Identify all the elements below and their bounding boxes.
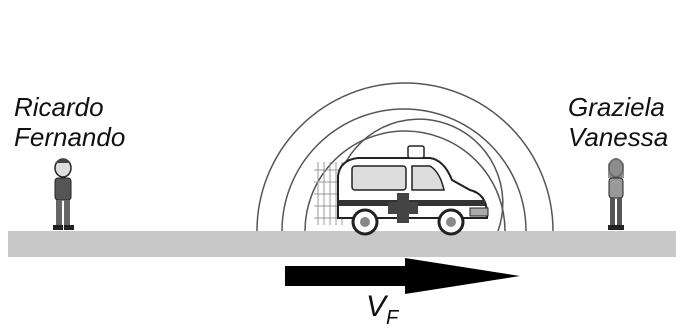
observer-right-last-name: Vanessa xyxy=(568,122,669,152)
observer-left-first-name: Ricardo xyxy=(14,92,104,122)
observer-right-label: Graziela Vanessa xyxy=(568,92,668,152)
wavefront-inner-2 xyxy=(339,118,504,232)
velocity-subscript: F xyxy=(386,307,399,329)
velocity-label: VF xyxy=(366,290,398,330)
wavefront-outer xyxy=(256,82,554,232)
ambulance-icon xyxy=(314,145,489,236)
observer-left-label: Ricardo Fernando xyxy=(14,92,125,152)
velocity-symbol: V xyxy=(366,290,387,323)
observer-left-last-name: Fernando xyxy=(14,122,126,152)
arrow-right-icon xyxy=(285,258,520,294)
road xyxy=(8,231,676,257)
observer-right-first-name: Graziela xyxy=(568,92,665,122)
wavefront-inner-1 xyxy=(304,130,506,232)
person-icon xyxy=(53,158,74,230)
sound-wavefronts xyxy=(256,82,554,232)
wavefront-middle xyxy=(281,108,527,232)
person-icon xyxy=(608,158,624,230)
